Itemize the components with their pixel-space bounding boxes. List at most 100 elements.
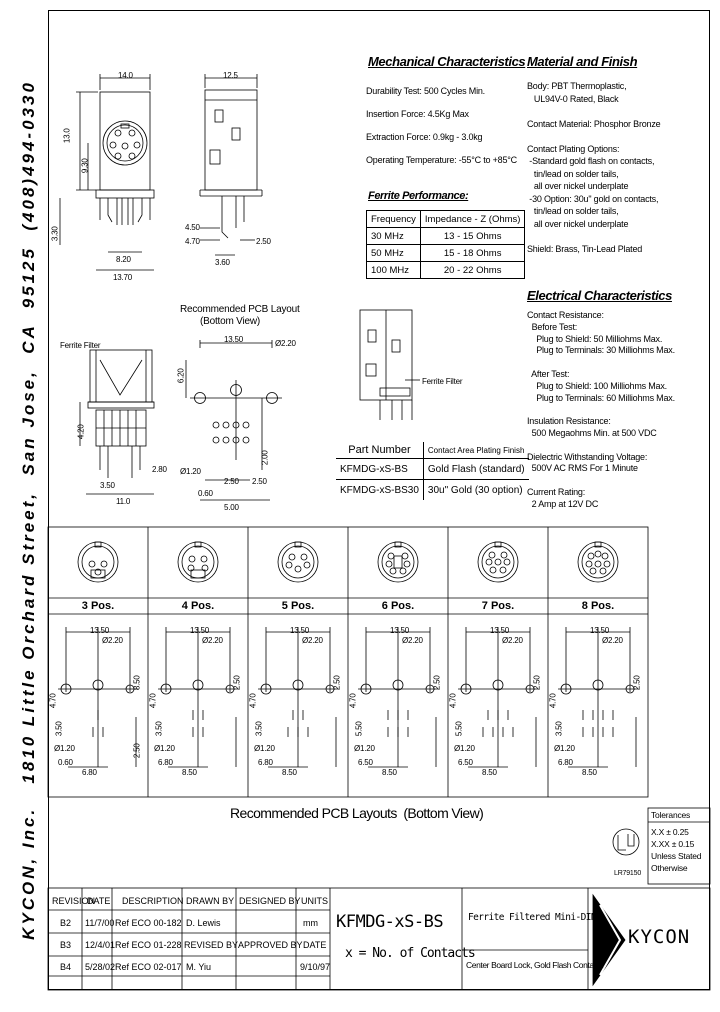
connector-pin bbox=[594, 560, 602, 568]
electrical-specs: Contact Resistance: Before Test: Plug to… bbox=[527, 310, 675, 511]
position-drawing bbox=[158, 541, 238, 768]
connector-pin bbox=[585, 560, 593, 568]
lock-hole bbox=[192, 679, 204, 691]
electrical-line: Plug to Shield: 50 Milliohms Max. bbox=[527, 333, 663, 344]
dim-pcb-lock-dia: Ø2.20 bbox=[275, 339, 296, 348]
position-dimension: 8.50 bbox=[182, 768, 197, 777]
material-line: tin/lead on solder tails, bbox=[527, 168, 619, 179]
plating-header: Contact Area Plating Finish bbox=[422, 442, 529, 459]
lock-hole bbox=[92, 679, 104, 691]
connector-key bbox=[194, 541, 202, 548]
position-dimension: Ø2.20 bbox=[602, 636, 623, 645]
electrical-line: Plug to Terminals: 30 Milliohms Max. bbox=[527, 345, 675, 356]
material-line: -30 Option: 30u" gold on contacts, bbox=[527, 193, 659, 204]
connector-key bbox=[594, 541, 602, 548]
tb-rev: B4 bbox=[60, 962, 72, 972]
connector-pin bbox=[587, 552, 595, 560]
position-dimension: 13.50 bbox=[290, 626, 310, 635]
electrical-line: Before Test: bbox=[527, 321, 578, 332]
connector-pin bbox=[599, 567, 607, 575]
position-drawing bbox=[258, 541, 338, 768]
part-number-cell: KFMDG-xS-BS30 bbox=[336, 479, 424, 500]
electrical-line: Current Rating: bbox=[527, 486, 586, 497]
tb-header-date2: DATE bbox=[303, 940, 327, 950]
dim-left-d: 2.80 bbox=[152, 465, 167, 474]
tb-x-desc: x = No. of Contacts bbox=[345, 946, 476, 961]
position-dimension: 8.50 bbox=[382, 768, 397, 777]
connector-pin bbox=[94, 568, 102, 576]
electrical-line: After Test: bbox=[527, 368, 570, 379]
connector-pin bbox=[100, 560, 108, 568]
drawing-frame bbox=[48, 10, 710, 990]
lock-hole bbox=[292, 679, 304, 691]
position-dimension: 6.80 bbox=[82, 768, 97, 777]
ferrite-title: Ferrite Performance: bbox=[368, 190, 469, 202]
connector-pin bbox=[494, 558, 502, 566]
part-number-cell: KFMDG-xS-BS bbox=[336, 458, 424, 480]
electrical-line: 2 Amp at 12V DC bbox=[527, 498, 599, 509]
dim-left-c: 11.0 bbox=[116, 497, 131, 506]
mechanical-line: Extraction Force: 0.9kg - 3.0kg bbox=[366, 132, 483, 142]
tb-revised-by: M. Yiu bbox=[186, 962, 212, 972]
tb-rev: B2 bbox=[60, 918, 72, 928]
material-line: Shield: Brass, Tin-Lead Plated bbox=[527, 243, 643, 254]
dim-front-pitch: 8.20 bbox=[116, 255, 131, 264]
dim-front-width: 14.0 bbox=[118, 71, 133, 80]
position-drawing bbox=[58, 541, 138, 768]
connector-pin bbox=[288, 553, 296, 561]
dim-side-b: 4.70 bbox=[185, 237, 200, 246]
position-dimension: 6.50 bbox=[458, 758, 473, 767]
connector-center-slot bbox=[393, 555, 403, 569]
dim-pcb-pin-dia: Ø1.20 bbox=[180, 467, 201, 476]
connector-pin bbox=[503, 558, 511, 566]
connector-pin bbox=[500, 551, 508, 559]
material-line: all over nickel underplate bbox=[527, 181, 629, 191]
electrical-line: 500V AC RMS For 1 Minute bbox=[527, 463, 638, 474]
dim-left-b: 3.50 bbox=[100, 481, 115, 490]
material-line: Body: PBT Thermoplastic, bbox=[527, 81, 627, 91]
dim-pcb-span: 13.50 bbox=[224, 335, 244, 344]
material-line: Contact Plating Options: bbox=[527, 143, 620, 154]
connector-pin bbox=[188, 555, 196, 563]
layouts-title: Recommended PCB Layouts (Bottom View) bbox=[230, 805, 484, 821]
tb-header-designed-by: DESIGNED BY bbox=[239, 896, 301, 906]
tb-orig-date: 9/10/97 bbox=[300, 962, 331, 972]
dim-front-base: 13.70 bbox=[113, 273, 133, 282]
tb-rev: B3 bbox=[60, 940, 72, 950]
material-line: Contact Material: Phosphor Bronze bbox=[527, 118, 661, 129]
electrical-line: 500 Megaohms Min. at 500 VDC bbox=[527, 427, 657, 438]
dim-pcb-gap: 0.60 bbox=[198, 489, 213, 498]
lock-hole bbox=[392, 679, 404, 691]
position-dimension: Ø1.20 bbox=[154, 744, 175, 753]
connector-pin bbox=[499, 566, 507, 574]
position-dimension: 6.80 bbox=[158, 758, 173, 767]
tb-units: mm bbox=[303, 918, 318, 928]
tb-desc: Ref ECO 01-228 bbox=[115, 940, 182, 950]
tb-header-date: DATE bbox=[87, 896, 111, 906]
tb-desc1: Ferrite Filtered Mini-DIN bbox=[468, 912, 597, 923]
ferrite-label-side: Ferrite Filter bbox=[422, 377, 463, 386]
dim-side-depth: 12.5 bbox=[223, 71, 238, 80]
connector-pin bbox=[385, 560, 393, 568]
tolerances-title: Tolerances bbox=[651, 810, 691, 820]
tb-header-revised-by: REVISED BY bbox=[184, 940, 239, 950]
position-dimension: Ø2.20 bbox=[202, 636, 223, 645]
dim-pcb-width: 5.00 bbox=[224, 503, 239, 512]
position-dimension: 6.80 bbox=[558, 758, 573, 767]
ferrite-table: Frequency Impedance - Z (Ohms) 30 MHz 13… bbox=[366, 210, 526, 279]
tb-header-units: UNITS bbox=[301, 896, 328, 906]
mechanical-specs: Durability Test: 500 Cycles Min. Inserti… bbox=[366, 80, 517, 172]
lock-hole bbox=[492, 679, 504, 691]
position-dimension: 13.50 bbox=[190, 626, 210, 635]
tb-desc2: Center Board Lock, Gold Flash Contacts bbox=[466, 960, 604, 970]
connector-key bbox=[494, 541, 502, 548]
connector-pin bbox=[285, 561, 293, 569]
electrical-line: Contact Resistance: bbox=[527, 310, 604, 320]
electrical-line: Plug to Terminals: 60 Milliohms Max. bbox=[527, 392, 675, 403]
electrical-line: Plug to Shield: 100 Milliohms Max. bbox=[527, 380, 667, 391]
ferrite-cell: 100 MHz bbox=[366, 261, 421, 279]
material-specs: Body: PBT Thermoplastic, UL94V-0 Rated, … bbox=[527, 80, 661, 255]
tolerance-line: Unless Stated bbox=[651, 851, 702, 861]
